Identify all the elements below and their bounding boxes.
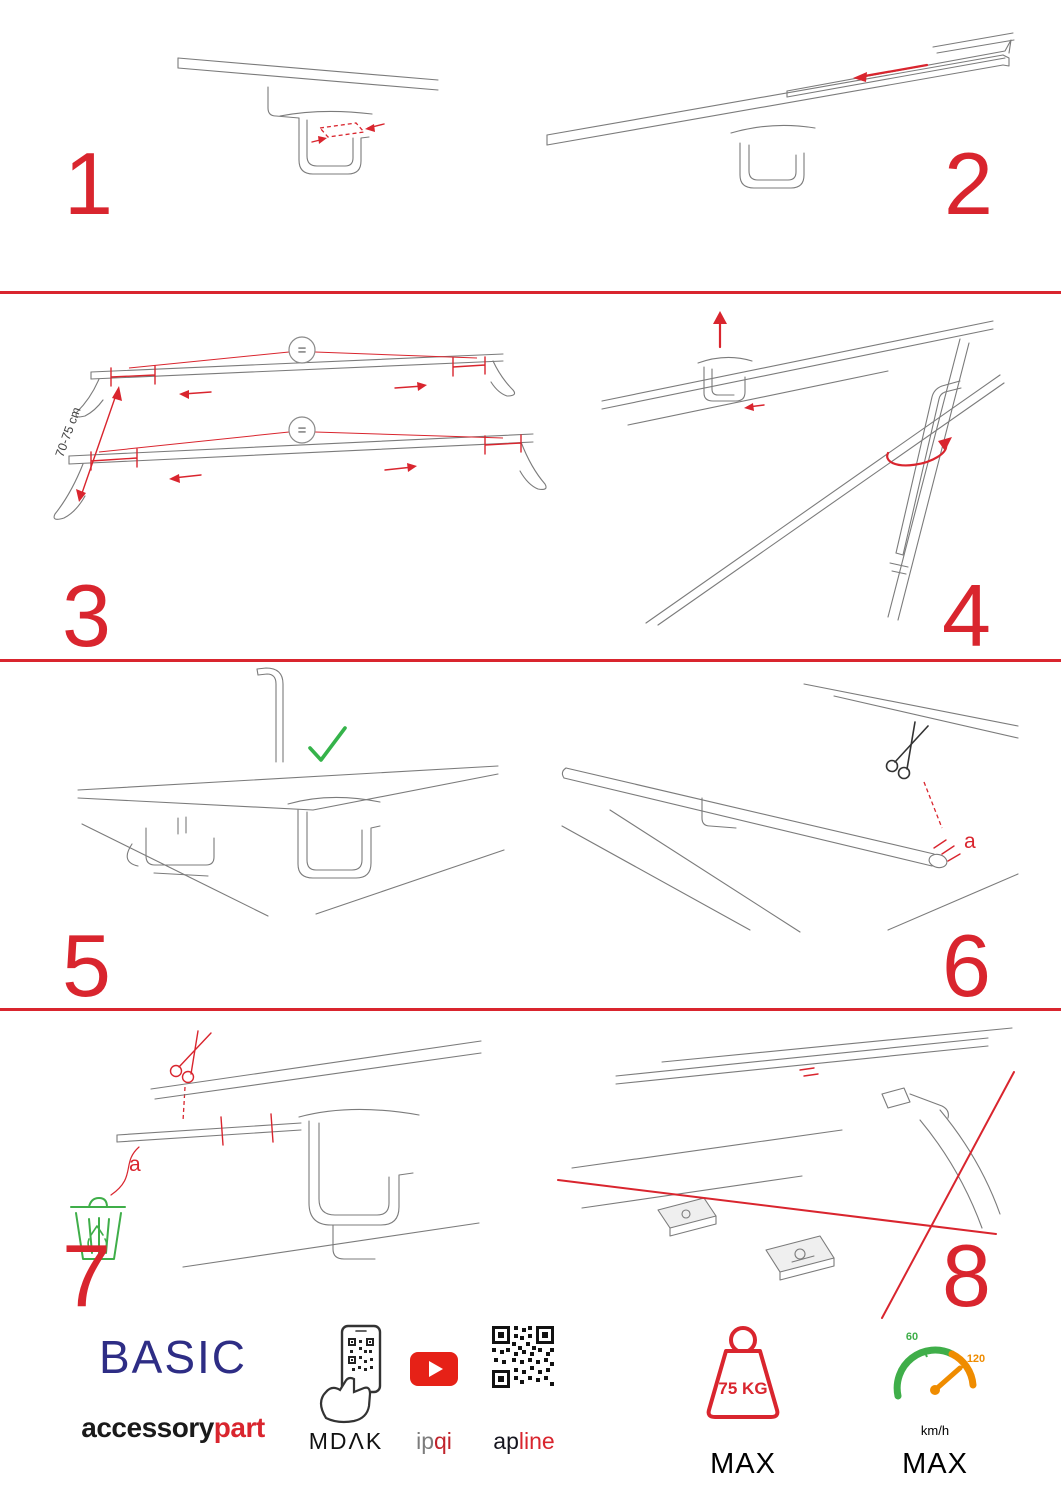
step-7-number: 7: [62, 1226, 111, 1325]
cut-point-label: a: [129, 1153, 141, 1176]
step-6-illustration: a: [561, 683, 1019, 933]
step-4-number: 4: [942, 566, 991, 665]
youtube-icon: [410, 1352, 458, 1386]
weight-max-label: MAX: [710, 1448, 776, 1480]
svg-text:=: =: [298, 422, 307, 439]
speed-max-label: MAX: [902, 1448, 968, 1480]
step-4-illustration: [601, 311, 1005, 626]
clamp-piece: [657, 1197, 717, 1237]
step-1-illustration: [177, 57, 439, 175]
partner-apline-line: line: [518, 1428, 555, 1454]
red-divider-3: [0, 1008, 1061, 1011]
qr-scan-phone-icon: [319, 1324, 382, 1424]
speed-unit-label: km/h: [920, 1423, 950, 1438]
red-divider-1: [0, 291, 1061, 294]
step-6-number: 6: [942, 916, 991, 1015]
check-icon: [308, 726, 347, 762]
slide-direction-arrow: [853, 63, 929, 82]
step-5-number: 5: [62, 916, 111, 1015]
step-8-illustration: [557, 1027, 1015, 1319]
step-3-number: 3: [62, 566, 111, 665]
brand-subtitle-accessory: accessory: [81, 1412, 214, 1443]
allen-key-icon: [889, 380, 962, 575]
qr-code-icon: [492, 1326, 554, 1388]
brand-subtitle-part: part: [213, 1412, 265, 1443]
partner-ipqi-red: qi: [434, 1428, 452, 1454]
weight-icon: 75 KG: [706, 1326, 780, 1419]
equal-spacing-badge-front: =: [98, 416, 504, 453]
svg-text:=: =: [298, 342, 307, 359]
brand-block: BASIC accessorypart: [68, 1334, 278, 1442]
speed-high-label: 120: [967, 1353, 985, 1365]
partner-apline-label: apline: [476, 1430, 572, 1453]
recycle-icon: [87, 1225, 108, 1252]
equal-spacing-badge-rear: =: [128, 336, 478, 369]
scissors-icon: [885, 721, 929, 780]
bar-distance-dimension: 70-75 cm: [53, 386, 122, 502]
speed-low-label: 60: [906, 1331, 918, 1343]
step-2-number: 2: [944, 134, 993, 233]
step-7-illustration: a: [70, 1030, 482, 1268]
partner-ipqi-label: ipqi: [398, 1430, 470, 1453]
bar-distance-label: 70-75 cm: [53, 405, 84, 459]
step-2-illustration: [546, 32, 1015, 189]
brand-subtitle: accessorypart: [68, 1414, 278, 1442]
red-divider-2: [0, 659, 1061, 662]
tighten-rotation-arrow: [886, 437, 952, 467]
rubber-pad-cut-mark: [311, 122, 385, 144]
partner-apline-ap: ap: [493, 1428, 519, 1454]
scissors-icon: [169, 1030, 212, 1084]
step-1-number: 1: [64, 134, 113, 233]
weight-value-label: 75 KG: [718, 1379, 767, 1398]
partner-mdak-label: MDΛK: [308, 1428, 384, 1454]
speedometer-icon: 60 120: [893, 1331, 985, 1400]
step-5-illustration: [77, 667, 505, 917]
insert-up-arrow: [713, 311, 727, 349]
brand-title: BASIC: [98, 1331, 248, 1383]
step-3-illustration: = = 70-75 cm: [53, 336, 547, 520]
step-8-number: 8: [942, 1226, 991, 1325]
partner-ipqi-gray: ip: [416, 1428, 434, 1454]
clamp-piece: [765, 1235, 835, 1281]
cut-point-label: a: [964, 830, 976, 853]
